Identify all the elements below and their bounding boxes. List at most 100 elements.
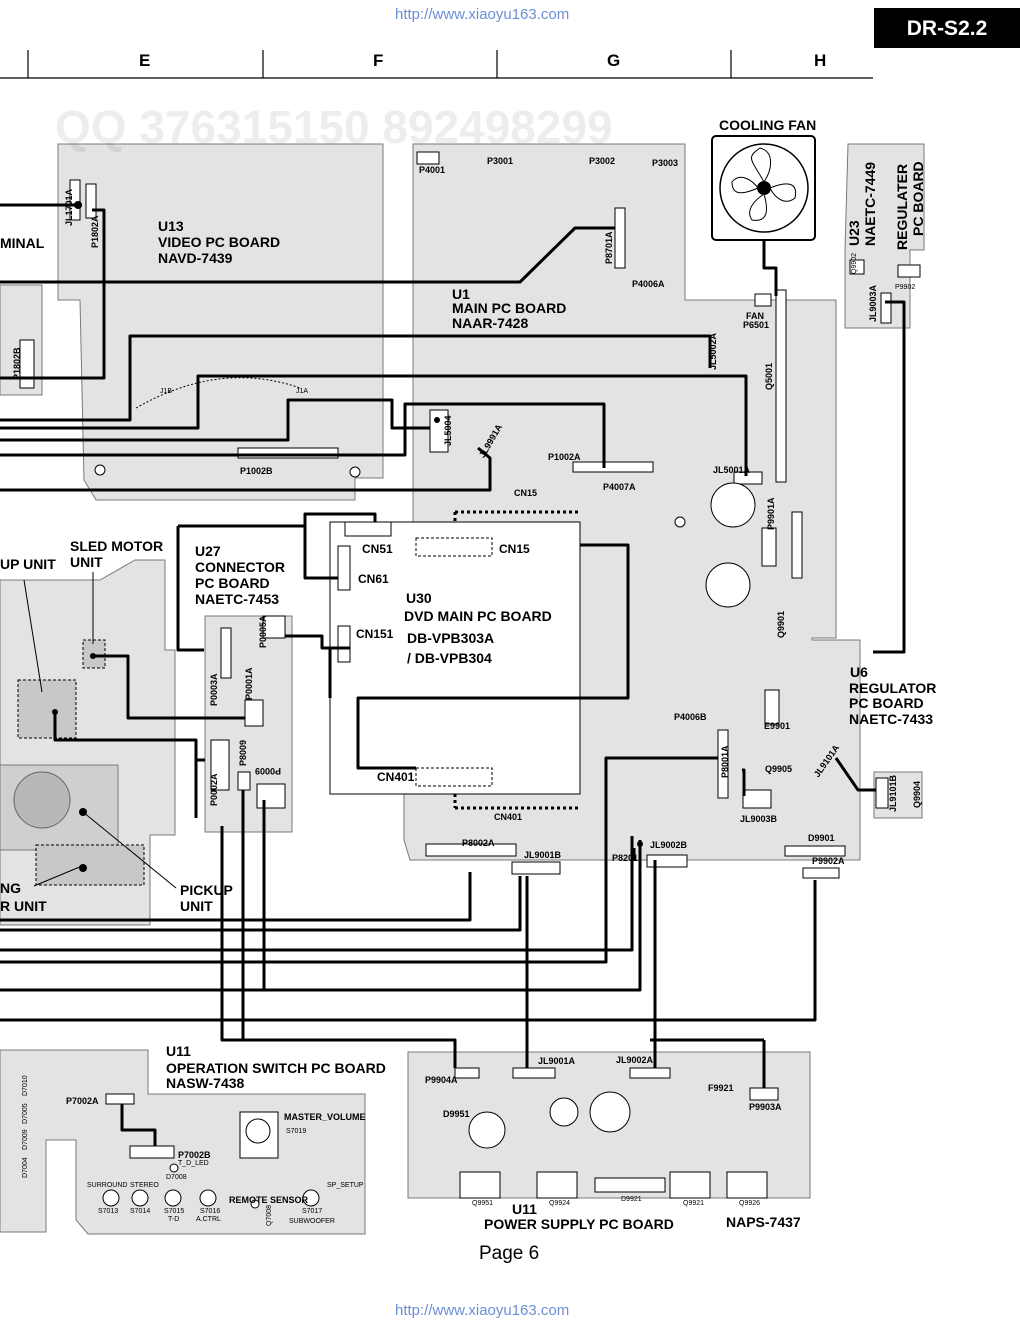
p8701a-label: P8701A bbox=[604, 231, 614, 264]
wire-p0005 bbox=[285, 634, 338, 650]
master-volume-label: MASTER_VOLUME bbox=[284, 1112, 366, 1122]
u27-name2: PC BOARD bbox=[195, 575, 270, 591]
stereo-label: STEREO bbox=[130, 1182, 159, 1189]
j1a-label: J1A bbox=[296, 388, 309, 395]
q9926-label: Q9926 bbox=[739, 1200, 761, 1207]
p6501-label: P6501 bbox=[743, 320, 770, 330]
s7019-label: S7019 bbox=[286, 1128, 307, 1135]
wire-pickup bbox=[53, 712, 198, 818]
wire-sled bbox=[93, 654, 245, 720]
p0003a-label: P0003A bbox=[209, 673, 219, 706]
cooling-fan-graphic bbox=[711, 135, 816, 241]
u13-board-outline bbox=[57, 143, 384, 501]
u11-op-name: OPERATION SWITCH PC BOARD bbox=[166, 1060, 386, 1076]
u23-code: NAETC-7449 bbox=[862, 161, 878, 246]
p9904a-label: P9904A bbox=[425, 1075, 458, 1085]
cn15-label: CN15 bbox=[499, 542, 530, 556]
wire-u6 bbox=[834, 757, 876, 792]
subwoofer-label: SUBWOOFER bbox=[289, 1218, 335, 1225]
model-badge: DR-S2.2 bbox=[874, 8, 1020, 48]
u1-code: NAAR-7428 bbox=[452, 315, 529, 331]
s7016-sub-label: A.CTRL bbox=[196, 1216, 221, 1223]
u30-code1: DB-VPB303A bbox=[407, 630, 495, 646]
u13-code: NAVD-7439 bbox=[158, 250, 233, 266]
d9921-label: D9921 bbox=[621, 1196, 642, 1203]
column-f: F bbox=[373, 51, 384, 70]
d9901-label: D9901 bbox=[808, 833, 835, 843]
f9921-label: F9921 bbox=[708, 1083, 734, 1093]
pickup-unit-left-label: UP UNIT bbox=[0, 556, 56, 572]
jl9001a-label: JL9001A bbox=[538, 1056, 576, 1066]
u23-name2: PC BOARD bbox=[910, 161, 926, 236]
s7016-label: S7016 bbox=[200, 1208, 221, 1215]
wire-9905 bbox=[742, 768, 746, 796]
wire-bus3 bbox=[0, 836, 634, 952]
p0001a-label: P0001A bbox=[244, 667, 254, 700]
p1002a-label: P1002A bbox=[548, 452, 581, 462]
wire-bus5 bbox=[0, 840, 642, 992]
d9951-label: D9951 bbox=[443, 1109, 470, 1119]
wire-b bbox=[0, 398, 430, 442]
u30-code2: / DB-VPB304 bbox=[407, 650, 492, 666]
pickup-label1: PICKUP bbox=[180, 882, 233, 898]
u23-id: U23 bbox=[846, 220, 862, 246]
p3002-label: P3002 bbox=[589, 156, 616, 166]
wire-bus2 bbox=[0, 876, 522, 932]
u27-code: NAETC-7453 bbox=[195, 591, 280, 607]
p7002b-label: P7002B bbox=[178, 1150, 211, 1160]
column-ruler bbox=[0, 50, 873, 79]
u30-id: U30 bbox=[406, 590, 432, 606]
column-g: G bbox=[607, 51, 621, 70]
s7015-label: S7015 bbox=[164, 1208, 185, 1215]
u1-name: MAIN PC BOARD bbox=[452, 300, 567, 316]
wire-p7002 bbox=[120, 1104, 157, 1146]
watermark: QQ 376315150 892498299 bbox=[55, 101, 613, 153]
d7008-label: D7008 bbox=[166, 1174, 187, 1181]
cn151-label: CN151 bbox=[356, 627, 394, 641]
p4006b-label: P4006B bbox=[674, 712, 707, 722]
u27-id: U27 bbox=[195, 543, 221, 559]
bottom-url[interactable]: http://www.xiaoyu163.com bbox=[395, 1302, 570, 1319]
cn61-label: CN61 bbox=[358, 572, 389, 586]
s7017-label: S7017 bbox=[302, 1208, 323, 1215]
remote-sensor-label: REMOTE SENSOR bbox=[229, 1195, 309, 1205]
u11-ps-code: NAPS-7437 bbox=[726, 1214, 801, 1230]
top-url[interactable]: http://www.xiaoyu163.com bbox=[395, 6, 570, 23]
ng-label: NG bbox=[0, 880, 21, 896]
wire-bus1 bbox=[0, 872, 472, 922]
r-unit-label: R UNIT bbox=[0, 898, 47, 914]
u27-name1: CONNECTOR bbox=[195, 559, 285, 575]
u11-op-id: U11 bbox=[166, 1043, 191, 1059]
fan-label: FAN bbox=[746, 311, 764, 321]
wire-bus4 bbox=[0, 756, 718, 964]
p0002a-label: P0002A bbox=[209, 773, 219, 806]
pickup-mechanism bbox=[0, 559, 176, 926]
cooling-fan-label: COOLING FAN bbox=[719, 117, 817, 133]
p9902-label: P9902 bbox=[895, 284, 916, 291]
p3001-label: P3001 bbox=[487, 156, 514, 166]
wire-u27-cn51 bbox=[176, 526, 204, 652]
d7005-label: D7005 bbox=[22, 1103, 29, 1124]
sled-motor-label1: SLED MOTOR bbox=[70, 538, 164, 554]
p9903a-label: P9903A bbox=[749, 1102, 782, 1112]
jl9002b-label: JL9002B bbox=[650, 840, 688, 850]
j1b-label: J1B bbox=[160, 388, 173, 395]
wire-u23 bbox=[873, 300, 906, 654]
cn401b-label: CN401 bbox=[494, 812, 523, 822]
cn15-dotted bbox=[415, 537, 493, 557]
q9951-label: Q9951 bbox=[472, 1200, 494, 1207]
q7008-label: Q7008 bbox=[266, 1204, 273, 1226]
wire-bus6 bbox=[0, 880, 817, 1022]
pickup-label2: UNIT bbox=[180, 898, 213, 914]
wire-p1002b bbox=[0, 334, 712, 422]
u11-ps-name: POWER SUPPLY PC BOARD bbox=[484, 1216, 674, 1232]
column-h: H bbox=[814, 51, 827, 70]
u13-id: U13 bbox=[158, 218, 184, 234]
t-d-led-label: T_D_LED bbox=[178, 1160, 209, 1167]
sled-motor-label2: UNIT bbox=[70, 554, 103, 570]
jl9003a-label: JL9003A bbox=[868, 284, 878, 322]
p9902a-label: P9902A bbox=[812, 856, 845, 866]
p1802b-label: P1802B bbox=[12, 347, 22, 380]
wire-d bbox=[0, 446, 492, 492]
